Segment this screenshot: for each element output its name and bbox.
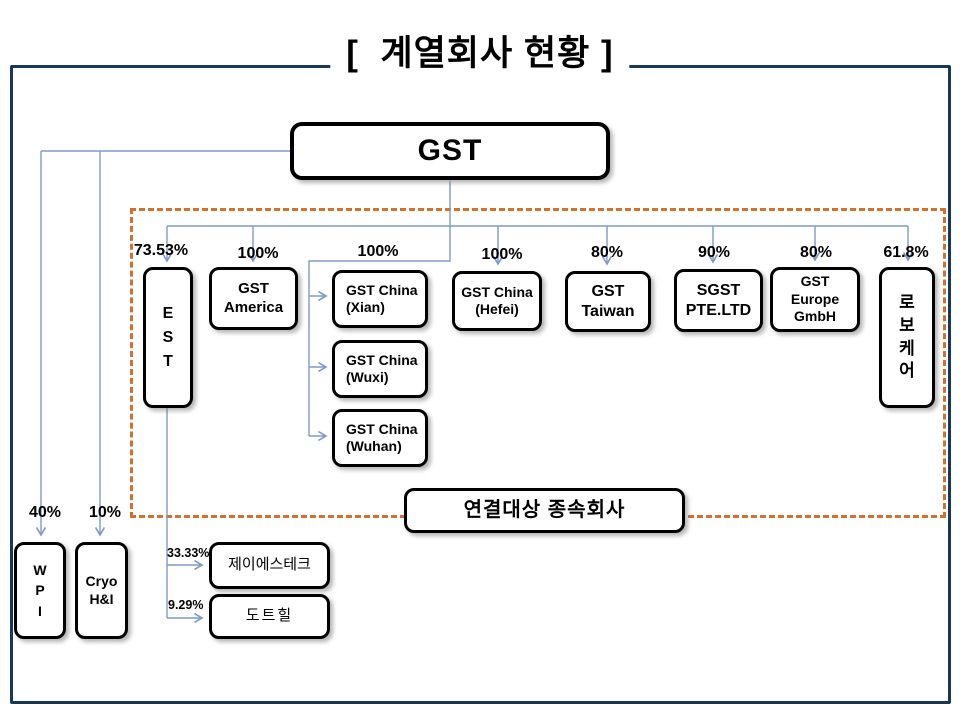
ownership-pct-china: 100% — [357, 243, 399, 260]
org-box-jst: 제이에스테크 — [209, 542, 330, 589]
org-box-china-xian-label: GST China (Xian) — [346, 281, 418, 316]
org-box-gst: GST — [290, 122, 610, 180]
org-box-sgst-label: SGST PTE.LTD — [685, 281, 752, 319]
group-label-text: 연결대상 종속회사 — [463, 499, 626, 521]
ownership-pct-sgst: 90% — [697, 244, 731, 261]
org-box-dothill: 도트힐 — [209, 594, 330, 639]
ownership-pct-europe: 80% — [799, 244, 833, 261]
org-box-china-wuhan: GST China (Wuhan) — [332, 409, 428, 467]
org-box-jst-label: 제이에스테크 — [228, 556, 311, 574]
org-box-china-wuhan-label: GST China (Wuhan) — [346, 420, 418, 455]
org-box-cryo: Cryo H&I — [75, 542, 128, 639]
org-box-taiwan: GST Taiwan — [565, 271, 651, 332]
org-box-dothill-label: 도트힐 — [245, 607, 294, 625]
org-box-america: GST America — [209, 267, 298, 330]
org-box-cryo-label: Cryo H&I — [85, 573, 118, 607]
org-box-china-hefei-label: GST China (Hefei) — [461, 283, 533, 318]
org-box-china-xian: GST China (Xian) — [332, 270, 428, 328]
org-box-china-wuxi-label: GST China (Wuxi) — [346, 351, 418, 386]
org-box-est-label: E S T — [162, 304, 174, 370]
group-label-box: 연결대상 종속회사 — [404, 488, 685, 533]
ownership-pct-taiwan: 80% — [590, 244, 624, 261]
org-box-robocare-label: 로 보 케 어 — [899, 292, 915, 381]
org-box-america-label: GST America — [223, 279, 284, 316]
ownership-pct-hefei: 100% — [481, 246, 523, 263]
org-box-sgst: SGST PTE.LTD — [674, 269, 763, 332]
page-title: [ 계열회사 현황 ] — [330, 29, 630, 78]
org-box-europe-label: GST Europe GmbH — [790, 273, 840, 325]
org-box-china-wuxi: GST China (Wuxi) — [332, 340, 428, 398]
ownership-pct-dothill: 9.29% — [168, 598, 204, 612]
ownership-pct-jst: 33.33% — [167, 546, 210, 560]
org-box-wpi: W P I — [14, 542, 66, 639]
ownership-pct-cryo: 10% — [88, 504, 122, 521]
ownership-pct-est: 73.53% — [133, 242, 189, 259]
org-box-wpi-label: W P I — [33, 562, 47, 619]
org-box-est: E S T — [143, 267, 193, 408]
org-box-europe: GST Europe GmbH — [770, 267, 860, 332]
org-box-taiwan-label: GST Taiwan — [581, 282, 635, 320]
org-box-robocare: 로 보 케 어 — [879, 267, 935, 408]
ownership-pct-robocare: 61.8% — [883, 244, 929, 261]
org-box-china-hefei: GST China (Hefei) — [452, 271, 542, 331]
org-box-gst-label: GST — [417, 134, 483, 168]
ownership-pct-wpi: 40% — [28, 504, 62, 521]
ownership-pct-america: 100% — [237, 245, 279, 262]
